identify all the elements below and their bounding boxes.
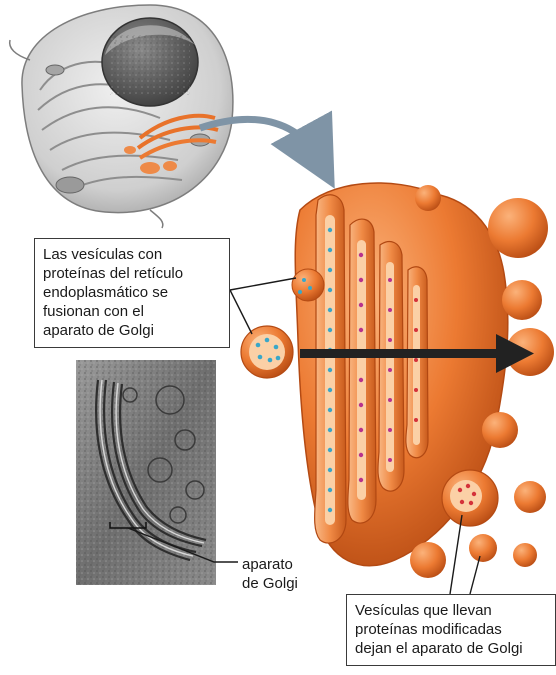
protein-dots-blue <box>328 228 332 512</box>
vesicle <box>482 412 518 448</box>
callout-line: fusionan con el <box>43 302 221 321</box>
callout-vesicles-leaving: Vesículas que llevan proteínas modificad… <box>346 594 556 666</box>
callout-line: dejan el aparato de Golgi <box>355 639 547 658</box>
label-line: de Golgi <box>242 574 298 593</box>
callout-line: Las vesículas con <box>43 245 221 264</box>
vesicle <box>469 534 497 562</box>
micrograph-label: aparato de Golgi <box>242 555 298 593</box>
callout-line: endoplasmático se <box>43 283 221 302</box>
incoming-vesicle <box>241 326 293 378</box>
electron-micrograph <box>76 360 216 585</box>
callout-line: proteínas del retículo <box>43 264 221 283</box>
callout-vesicles-fusing: Las vesículas con proteínas del retículo… <box>34 238 230 348</box>
vesicle <box>410 542 446 578</box>
label-line: aparato <box>242 555 298 574</box>
vesicle <box>513 543 537 567</box>
vesicle <box>514 481 546 513</box>
callout-line: proteínas modificadas <box>355 620 547 639</box>
vesicle <box>502 280 542 320</box>
outgoing-vesicle <box>442 470 498 526</box>
vesicle <box>415 185 441 211</box>
cell-illustration <box>10 5 233 228</box>
callout-line: aparato de Golgi <box>43 321 221 340</box>
golgi-apparatus-illustration <box>241 183 554 578</box>
vesicle <box>488 198 548 258</box>
callout-line: Vesículas que llevan <box>355 601 547 620</box>
